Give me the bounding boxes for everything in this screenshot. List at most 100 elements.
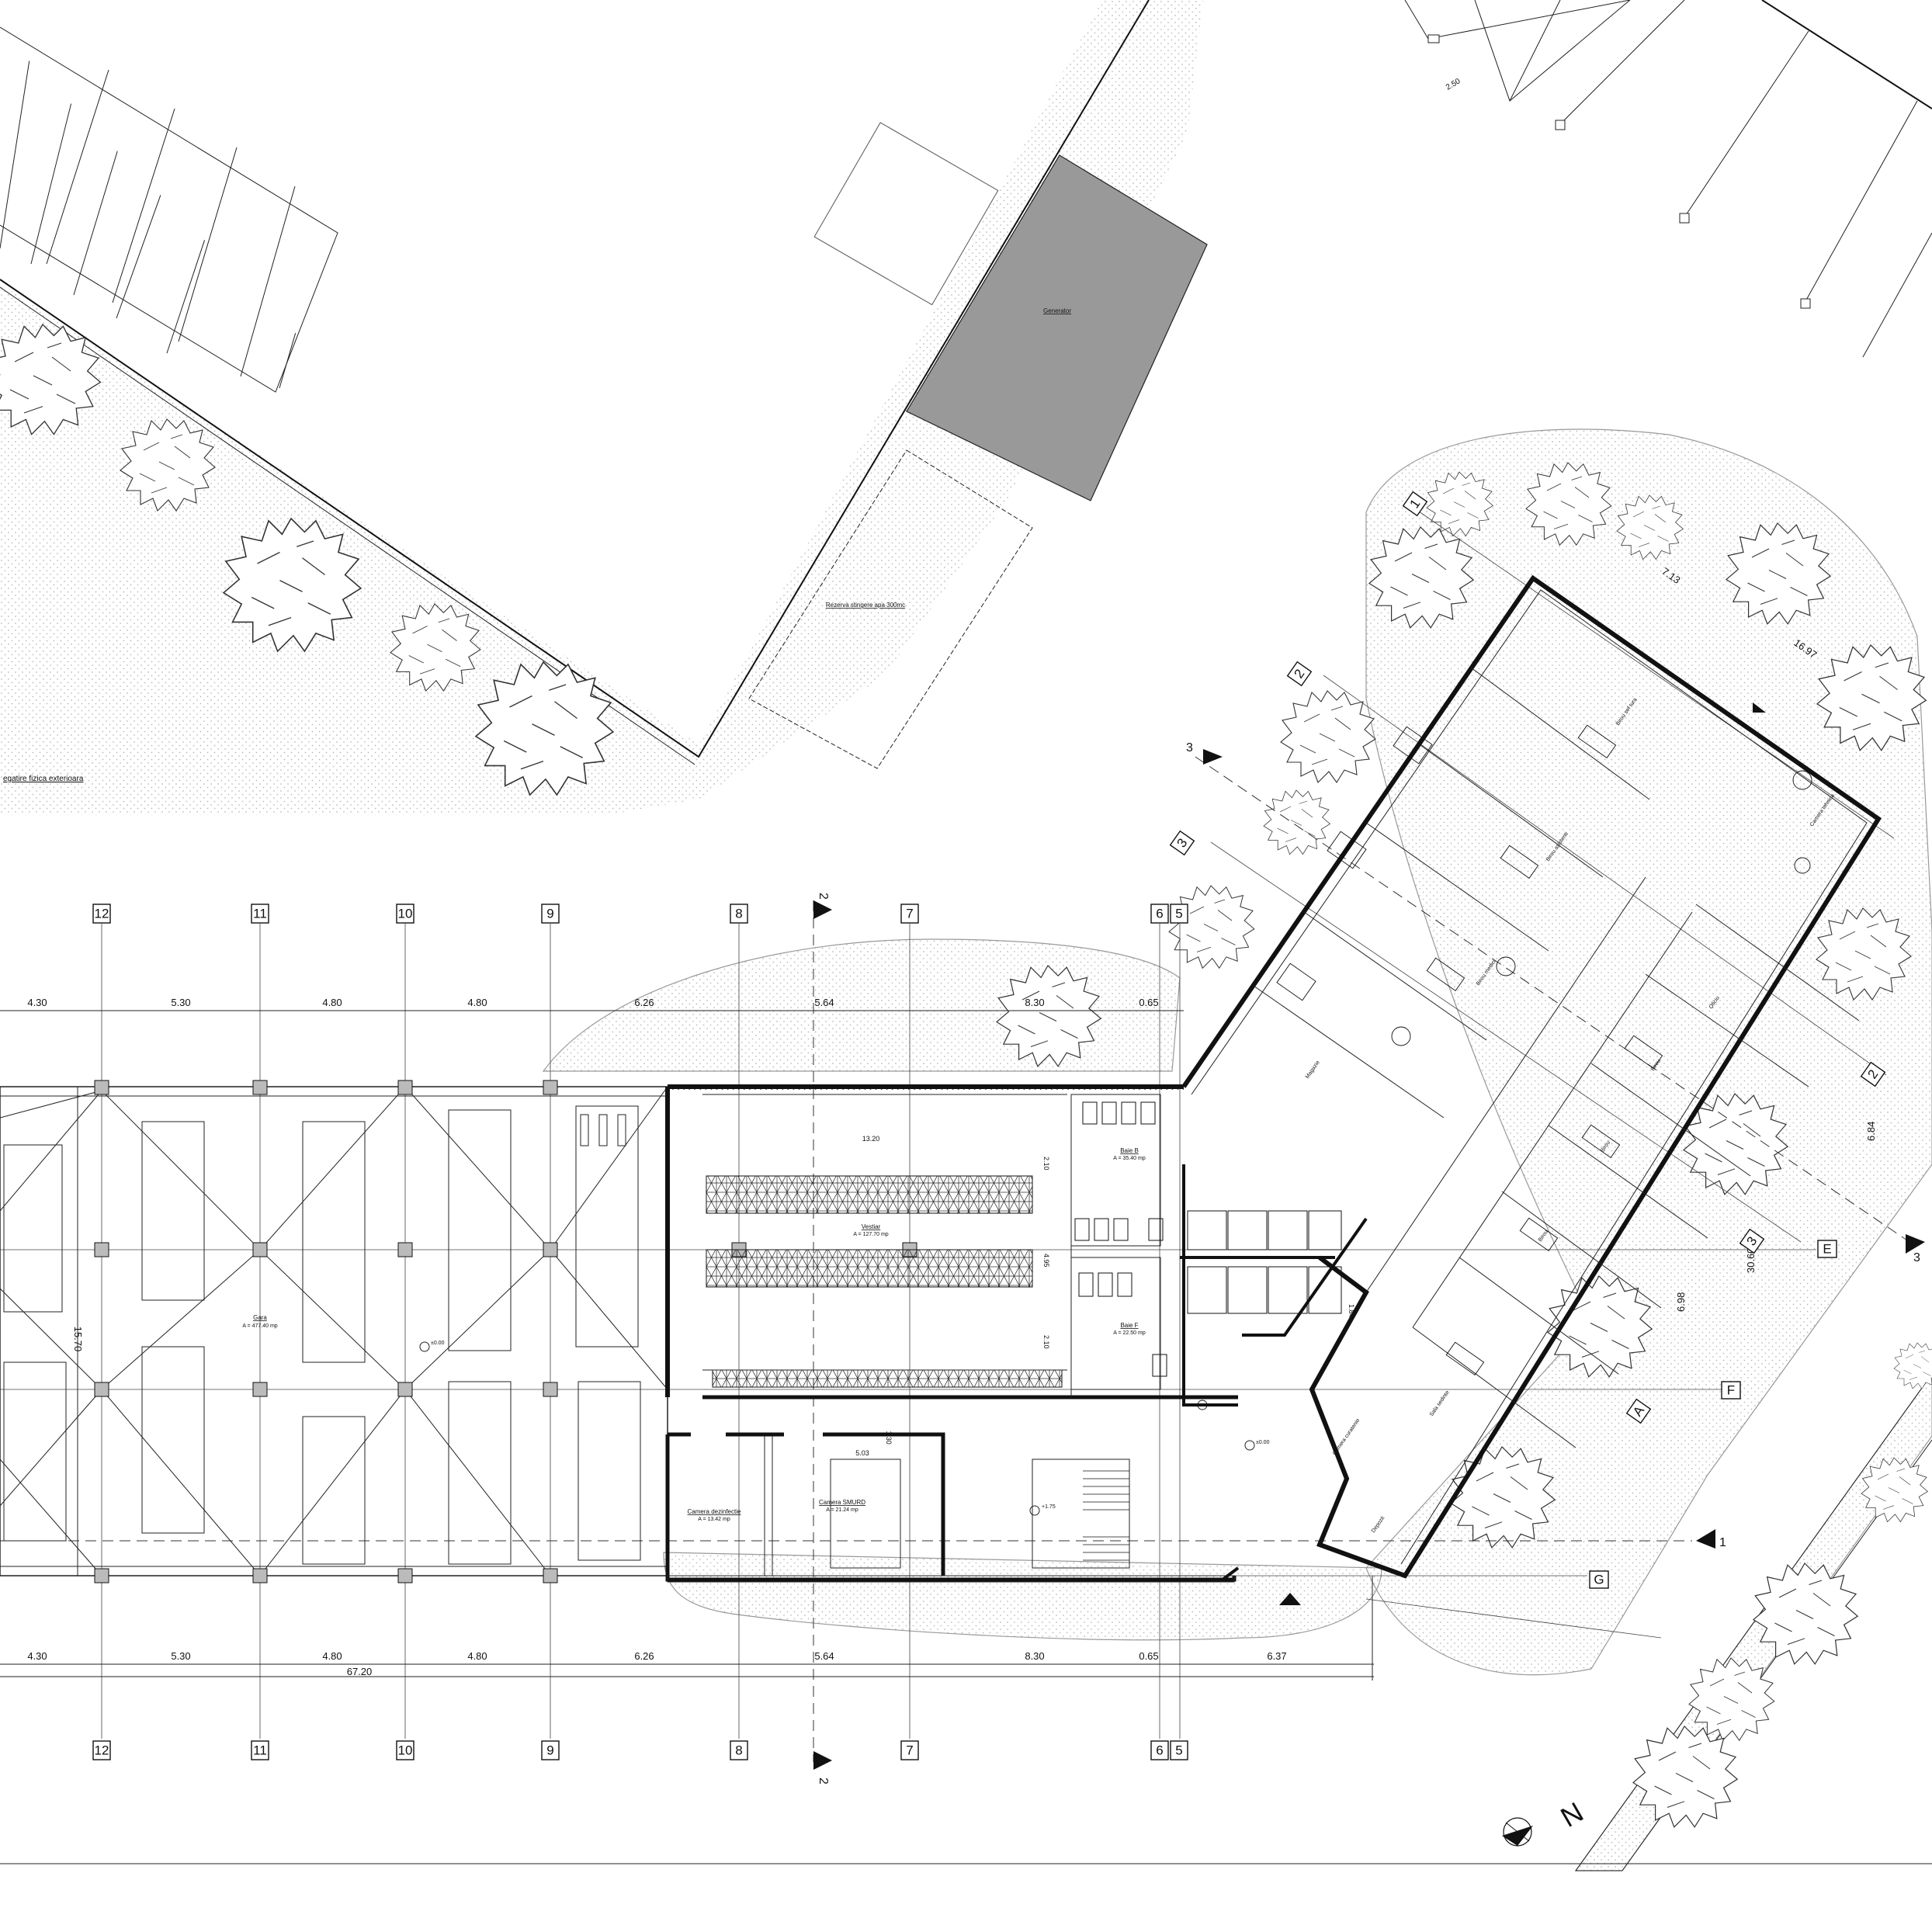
svg-text:12: 12 [95, 1743, 109, 1758]
dim-bot-8: 0.65 [1139, 1650, 1158, 1662]
garage-label: Gara [253, 1314, 267, 1321]
axis-8-bot: 8 [730, 1740, 748, 1760]
svg-text:Depozit: Depozit [1371, 1516, 1386, 1535]
parking-spaces-left [0, 26, 338, 393]
axis-12-top: 12 [92, 904, 111, 924]
garage: Gara A = 477.40 mp ±0.00 [0, 1080, 917, 1583]
axis-7-bot: 7 [900, 1740, 919, 1760]
dim-top-2: 5.30 [171, 997, 190, 1008]
dim-parking: 2.50 [1445, 77, 1462, 92]
dim-wing-3: 6.84 [1865, 1122, 1877, 1141]
svg-text:E: E [1823, 1242, 1831, 1257]
dim-wing-4: 30.60 [1745, 1247, 1757, 1273]
svg-text:6: 6 [1156, 907, 1163, 921]
hall-level: ±0.00 [1256, 1440, 1270, 1445]
svg-text:2: 2 [817, 1778, 830, 1785]
axis-10-bot: 10 [396, 1740, 414, 1760]
section-2-top: 2 [813, 893, 832, 919]
axis-E: E [1817, 1240, 1837, 1258]
dezinfectie-label: Camera dezinfectie [688, 1508, 741, 1515]
exterior-note-label: egatire fizica exterioara [3, 775, 84, 783]
dim-misc-4: 2.10 [1042, 1335, 1050, 1349]
svg-text:G: G [1594, 1573, 1604, 1587]
axis-wing-A: A [1625, 1398, 1652, 1424]
svg-text:5: 5 [1175, 907, 1182, 921]
axis-6-top: 6 [1150, 904, 1169, 924]
dim-top-8: 0.65 [1139, 997, 1158, 1008]
section-2-bottom: 2 [813, 1751, 832, 1785]
axis-9-top: 9 [541, 904, 560, 924]
dezinfectie-area: A = 13.42 mp [698, 1517, 730, 1522]
svg-text:1: 1 [1719, 1536, 1726, 1549]
axis-7-top: 7 [900, 904, 919, 924]
parking-top-right [1404, 0, 1932, 358]
dim-top-4: 4.80 [467, 997, 487, 1008]
dim-top-3: 4.80 [322, 997, 342, 1008]
svg-text:11: 11 [253, 1743, 267, 1758]
vestiar-block: 13.20 Vestiar A = 127.70 mp Baie B A = 3… [665, 1084, 1368, 1407]
garage-area: A = 477.40 mp [242, 1323, 277, 1329]
svg-text:9: 9 [546, 1743, 553, 1758]
dimension-lines [0, 1010, 1374, 1681]
section-markers: 2 2 1 3 3 [813, 702, 1925, 1785]
svg-text:9: 9 [546, 907, 553, 921]
dim-corridor: 1.30 [885, 1431, 893, 1445]
stair-level: +1.75 [1042, 1504, 1056, 1510]
svg-text:Sala sedinte: Sala sedinte [1429, 1389, 1451, 1417]
baie-b-area: A = 35.40 mp [1113, 1156, 1146, 1161]
svg-text:3: 3 [1186, 741, 1193, 754]
dim-bot-5: 6.26 [634, 1650, 654, 1662]
axis-6-bot: 6 [1150, 1740, 1169, 1760]
dim-wing-6: 1.84 [1348, 1304, 1355, 1318]
dim-depth: 15.70 [72, 1327, 84, 1352]
section-3-right: 3 [1906, 1234, 1925, 1264]
axis-12-bot: 12 [92, 1740, 111, 1760]
baie-b-label: Baie B [1120, 1147, 1139, 1154]
water-reserve-outline [748, 449, 1033, 769]
svg-text:5: 5 [1175, 1743, 1182, 1758]
axis-8-top: 8 [730, 904, 748, 924]
dim-smurd: 5.03 [855, 1449, 869, 1457]
vestiar-area: A = 127.70 mp [853, 1232, 888, 1237]
svg-text:6: 6 [1156, 1743, 1163, 1758]
generator-label: Generator [1043, 307, 1071, 314]
dim-wing-5: 6.98 [1675, 1292, 1687, 1312]
vestiar-label: Vestiar [862, 1223, 881, 1230]
site-block [813, 122, 999, 306]
dim-bot-9: 6.37 [1267, 1650, 1286, 1662]
axis-10-top: 10 [396, 904, 414, 924]
greenery-blob-right [1365, 428, 1932, 1676]
garage-level: ±0.00 [431, 1341, 445, 1346]
axis-5-bot: 5 [1170, 1740, 1188, 1760]
dim-top-1: 4.30 [27, 997, 47, 1008]
axis-11-bot: 11 [251, 1740, 269, 1760]
axis-wing-3: 3 [1169, 830, 1195, 856]
dims-bottom: 4.30 5.30 4.80 4.80 6.26 5.64 8.30 0.65 … [27, 1327, 1286, 1677]
svg-text:2: 2 [817, 893, 830, 900]
svg-text:11: 11 [253, 907, 267, 921]
section-3-top: 3 [1186, 741, 1223, 765]
generator-block [906, 154, 1208, 501]
north-arrow: N [1502, 1795, 1589, 1847]
dims-top: 4.30 5.30 4.80 4.80 6.26 5.64 8.30 0.65 [27, 997, 1158, 1008]
structural-grid [0, 504, 1910, 1762]
dim-top-7: 8.30 [1025, 997, 1044, 1008]
svg-text:Camera curatenie: Camera curatenie [1332, 1417, 1361, 1456]
smurd-area: A = 21.24 mp [826, 1507, 858, 1513]
svg-text:Birou: Birou [1538, 1230, 1549, 1243]
dim-total: 67.20 [347, 1666, 373, 1677]
section-1: 1 [1696, 1529, 1726, 1549]
axis-wing-2: 2 [1286, 661, 1313, 687]
axis-9-bot: 9 [541, 1740, 560, 1760]
axis-wing-right-3: 3 [1739, 1228, 1765, 1254]
dim-bot-1: 4.30 [27, 1650, 47, 1662]
svg-text:12: 12 [95, 907, 109, 921]
svg-text:8: 8 [735, 1743, 742, 1758]
axis-markers: 12 11 10 9 8 7 6 5 12 11 10 9 8 7 6 5 E … [92, 491, 1886, 1760]
site-exterior: Generator Rezerva stingere apa 300mc ega… [0, 0, 1932, 1871]
dim-top-5: 6.26 [634, 997, 654, 1008]
svg-text:Magazie: Magazie [1305, 1060, 1321, 1080]
svg-text:3: 3 [1913, 1251, 1920, 1264]
svg-text:7: 7 [906, 907, 913, 921]
